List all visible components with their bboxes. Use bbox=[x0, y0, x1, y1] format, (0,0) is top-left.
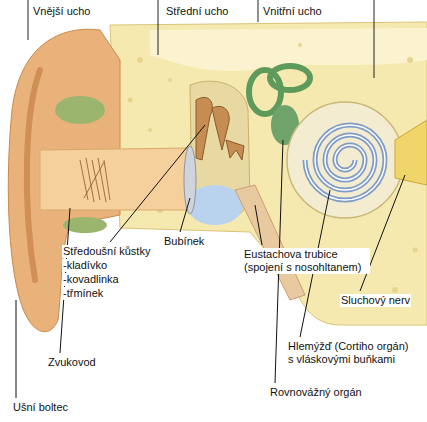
part-label: -kovadlinka bbox=[62, 273, 120, 286]
part-label: Zvukovod bbox=[47, 356, 97, 369]
cartilage bbox=[55, 96, 105, 124]
part-label: Ušní boltec bbox=[12, 401, 69, 414]
part-label: Sluchový nerv bbox=[340, 294, 411, 307]
region-label: Střední ucho bbox=[165, 5, 229, 18]
eustachian-tube bbox=[235, 185, 305, 300]
part-label: Bubínek bbox=[163, 235, 205, 248]
pinna-fold bbox=[27, 70, 40, 280]
auditory-nerve bbox=[395, 120, 427, 185]
canal-hairs bbox=[80, 158, 110, 202]
region-label: Vnější ucho bbox=[32, 5, 91, 18]
part-label: Rovnovážný orgán bbox=[269, 386, 363, 399]
part-label: -třmínek bbox=[62, 287, 104, 300]
ear-canal bbox=[40, 148, 190, 210]
region-markers bbox=[28, 0, 374, 78]
region-label: Vnitřní ucho bbox=[262, 5, 323, 18]
eardrum bbox=[184, 146, 196, 214]
cochlea bbox=[287, 102, 403, 218]
part-label: -kladívko bbox=[62, 259, 108, 272]
ossicles bbox=[196, 97, 244, 160]
part-label: Středoušní kůstky bbox=[62, 245, 151, 258]
part-label: Hlemýžď (Cortiho orgán) s vláskovými buň… bbox=[287, 340, 413, 366]
part-label: Eustachova trubice (spojení s nosohltane… bbox=[243, 248, 370, 274]
cochlea-spiral-core bbox=[305, 125, 385, 200]
cochlea-spiral bbox=[305, 125, 385, 200]
